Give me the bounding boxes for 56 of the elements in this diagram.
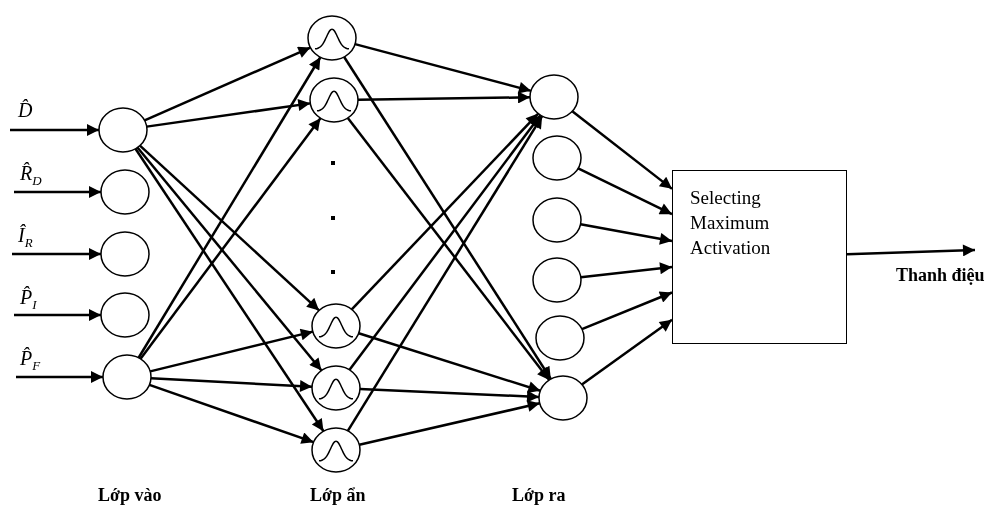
neuron-circle [100, 292, 150, 338]
arrow [359, 400, 540, 446]
arrow [150, 377, 313, 393]
arrow [149, 328, 314, 373]
process-box [672, 170, 847, 344]
gaussian-neuron [309, 77, 359, 123]
arrow [149, 383, 314, 444]
edge-label: D̂ [18, 100, 33, 120]
arrow [846, 244, 976, 257]
layer-label: Lớp vào [98, 486, 162, 504]
arrow [134, 148, 325, 432]
arrow [346, 115, 544, 432]
arrow [581, 291, 673, 331]
arrow [16, 371, 103, 383]
arrow [580, 262, 673, 279]
arrow [136, 146, 323, 372]
gaussian-neuron [311, 303, 361, 349]
layer-label: Lớp ra [512, 486, 566, 504]
arrow [343, 56, 552, 380]
edge-label: Î$_{R}$ [18, 225, 33, 249]
arrow [137, 56, 322, 359]
neuron-circle [532, 135, 582, 181]
arrow [14, 186, 101, 198]
arrow [139, 144, 320, 312]
arrow [577, 167, 673, 216]
arrow [14, 309, 101, 321]
arrow [139, 117, 322, 360]
neuron-circle [535, 315, 585, 361]
gaussian-neuron [311, 365, 361, 411]
edge-label: R̂$_{D}$ [20, 163, 42, 187]
neuron-circle [538, 375, 588, 421]
arrow [354, 42, 532, 94]
neuron-circle [532, 257, 582, 303]
arrow [10, 124, 99, 136]
arrow [144, 46, 311, 122]
arrow [581, 318, 673, 386]
edge-label: P̂$_{I}$ [20, 287, 37, 311]
neuron-circle [102, 354, 152, 400]
neuron-circle [100, 169, 150, 215]
arrow [580, 223, 673, 245]
neuron-circle [100, 231, 150, 277]
neuron-circle [532, 197, 582, 243]
arrow [358, 91, 530, 104]
arrow [350, 112, 540, 311]
neuron-circle [98, 107, 148, 153]
arrow [571, 110, 673, 190]
arrow [146, 99, 311, 128]
edge-label: Thanh điệu [896, 266, 985, 284]
arrow [12, 248, 101, 260]
gaussian-neuron [307, 15, 357, 61]
gaussian-neuron [311, 427, 361, 473]
neuron-circle [529, 74, 579, 120]
arrow [359, 387, 540, 403]
box-text: Selecting Maximum Activation [690, 186, 772, 260]
edge-label: P̂$_{F}$ [20, 348, 41, 372]
arrow [358, 332, 541, 393]
